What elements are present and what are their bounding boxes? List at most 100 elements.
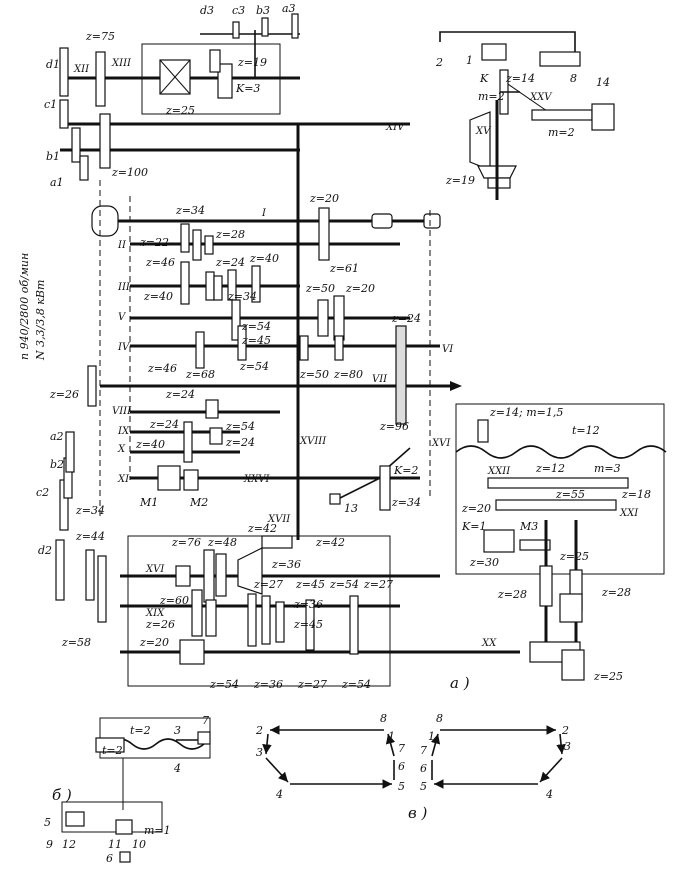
shaft-label-XX: XX [481, 638, 497, 649]
label-z30: z=30 [469, 556, 499, 569]
cycle-right-5: 5 [420, 780, 427, 793]
labels: z=75 z=100 z=19 z=25 K=3 z=14 m=2 m=2 z=… [18, 2, 651, 865]
shaft-label-XXV: XXV [529, 92, 553, 103]
label-n14: 14 [596, 76, 610, 89]
shaft-label-XIII: XIII [111, 58, 132, 69]
label-z75: z=75 [85, 30, 115, 43]
label-z60: z=60 [159, 594, 189, 607]
cycle-right-2: 2 [561, 724, 569, 737]
shaft-label-IV: IV [117, 342, 131, 353]
shaft-label-VII: VII [372, 374, 388, 385]
label-z24d: z=24 [225, 436, 255, 449]
cycle-right-6: 6 [420, 762, 427, 775]
shaft-label-XIX: XIX [145, 608, 165, 619]
table-mechanism [455, 403, 667, 681]
label-n10: 10 [132, 838, 146, 851]
shaft-label-VI: VI [442, 344, 454, 355]
label-z27a: z=27 [253, 578, 283, 591]
label-z24c: z=24 [165, 388, 195, 401]
cycle-left-7: 7 [398, 742, 405, 755]
label-z28b: z=28 [497, 588, 527, 601]
label-z48: z=48 [207, 536, 237, 549]
shaft-label-XII: XII [73, 64, 90, 75]
caption-v: в ) [408, 804, 427, 822]
label-z34c: z=34 [391, 496, 421, 509]
label-z42b: z=42 [315, 536, 345, 549]
label-n3: 3 [174, 724, 181, 737]
label-n5: 5 [44, 816, 51, 829]
dividing-head [439, 31, 615, 200]
label-z28c: z=28 [601, 586, 631, 599]
label-z46a: z=46 [145, 256, 175, 269]
label-K: K [479, 72, 489, 85]
feed-box [55, 431, 520, 687]
cycle-right-7: 7 [420, 744, 427, 757]
shaft-label-XVIa: XVI [145, 564, 165, 575]
shaft-label-V: V [118, 312, 127, 323]
label-t2b: t=2 [102, 744, 123, 757]
label-z26b: z=26 [145, 618, 175, 631]
label-t12: t=12 [572, 424, 600, 437]
label-c2: c2 [36, 486, 49, 499]
label-z58: z=58 [61, 636, 91, 649]
shaft-label-X: X [117, 444, 126, 455]
label-d3: d3 [200, 4, 214, 17]
shaft-label-XVII: XVII [267, 514, 291, 525]
label-n6: 6 [106, 852, 113, 865]
label-z25c: z=25 [593, 670, 623, 683]
feed-box-frame [127, 535, 391, 687]
label-n2: 2 [435, 56, 443, 69]
label-z100: z=100 [111, 166, 148, 179]
label-z14a: z=14 [505, 72, 535, 85]
label-z46b: z=46 [147, 362, 177, 375]
label-z34a: z=34 [175, 204, 205, 217]
table-frame [455, 403, 665, 575]
label-t2a: t=2 [130, 724, 151, 737]
subfig-v [262, 725, 566, 789]
label-b3: b3 [256, 4, 270, 17]
label-z20d: z=20 [461, 502, 491, 515]
gear-a2 [65, 431, 75, 473]
cycle-left-3: 3 [256, 746, 263, 759]
label-z25b: z=25 [559, 550, 589, 563]
label-z96: z=96 [379, 420, 409, 433]
label-m2a: m=2 [478, 90, 505, 103]
shaft-label-XXII: XXII [487, 466, 511, 477]
shaft-label-XVI: XVI [431, 438, 451, 449]
label-z36c: z=36 [253, 678, 283, 691]
label-m3: m=3 [594, 462, 621, 475]
label-z12: z=12 [535, 462, 565, 475]
label-z36a: z=36 [271, 558, 301, 571]
shaft-label-XVIII: XVIII [299, 436, 327, 447]
worm-K1 [483, 529, 515, 553]
label-z45c: z=45 [293, 618, 323, 631]
label-z24a: z=24 [215, 256, 245, 269]
label-k1: K=1 [461, 520, 486, 533]
label-n11: 11 [108, 838, 122, 851]
label-n8: 8 [570, 72, 577, 85]
clutch-M1 [157, 465, 181, 491]
gear-z75 [95, 51, 106, 107]
label-z40c: z=40 [135, 438, 165, 451]
shaft-label-XXVI: XXVI [243, 474, 270, 485]
label-z36b: z=36 [293, 598, 323, 611]
label-z27b: z=27 [363, 578, 393, 591]
cycle-left-4: 4 [275, 788, 283, 801]
shaft-label-III: III [117, 282, 131, 293]
label-m1: m=1 [144, 824, 171, 837]
cycle-left-1: 1 [388, 730, 395, 743]
gear-b1 [71, 127, 81, 163]
cycle-right-1: 1 [428, 730, 435, 743]
gear-d2 [55, 539, 65, 601]
cycle-right-8: 8 [436, 712, 443, 725]
main-gearbox [87, 124, 462, 540]
label-M1: M1 [139, 496, 158, 509]
label-a2: a2 [50, 430, 64, 443]
label-n9: 9 [46, 838, 53, 851]
caption-b: б ) [52, 786, 72, 804]
label-c1: c1 [44, 98, 57, 111]
label-z27c: z=27 [297, 678, 327, 691]
label-z54d: z=54 [329, 578, 359, 591]
label-n4: 4 [173, 762, 181, 775]
